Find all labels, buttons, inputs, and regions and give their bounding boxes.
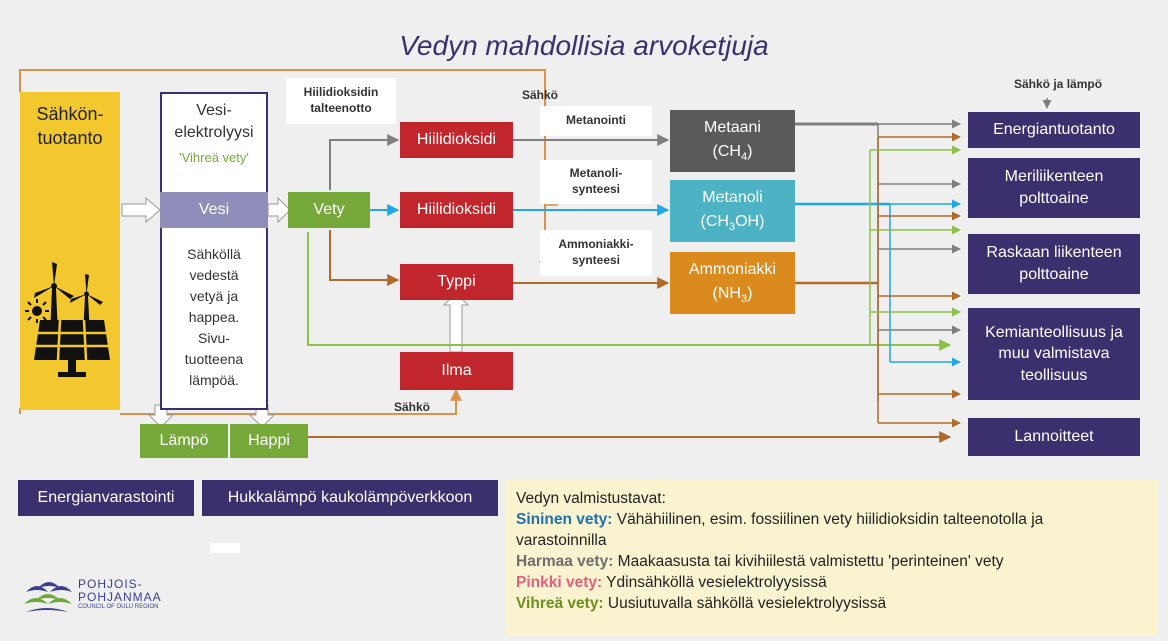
electricity-label-bottom: Sähkö [394,400,431,414]
legend-blue-text: Vähähiilinen, esim. fossiilinen vety hii… [612,511,1044,528]
legend-blue-key: Sininen vety: [516,511,613,528]
use-heavy-transport-fuel: Raskaan liikenteen polttoaine [968,234,1140,294]
hydrogen-legend: Vedyn valmistustavat: Sininen vety: Vähä… [506,480,1158,636]
slide-tab [210,543,240,553]
metanoli-box: Metanoli (CH3OH) [670,180,795,242]
legend-pink-key: Pinkki vety: [516,574,603,591]
ammoniakki-label: Ammoniakki [688,261,777,279]
legend-pink-text: Ydinsähköllä vesielektrolyysissä [602,574,827,591]
process-lines [513,134,670,289]
legend-blue-cont: varastoinnilla [516,532,607,549]
vety-distribution-lines [307,134,952,351]
metaani-label: Metaani [704,119,761,137]
council-logo-icon [24,582,72,612]
metanointi-label: Metanointi [540,106,652,136]
typpi-box: Typpi [400,264,513,300]
use-marine-fuel: Meriliikenteen polttoaine [968,158,1140,218]
council-logo: POHJOIS- POHJANMAA COUNCIL OF OULU REGIO… [22,574,202,620]
electricity-label-top: Sähkö [522,88,559,102]
hiilidioksidi-box-middle: Hiilidioksidi [400,192,513,228]
legend-grey: Harmaa vety: Maakaasusta tai kivihiilest… [516,551,1148,572]
ammoniakkisynteesi-label: Ammoniakki- synteesi [540,230,652,276]
logo-line3: COUNCIL OF OULU REGION [78,604,159,610]
metanoli-formula-a: CH [705,212,729,230]
electrolysis-panel: Vesi- elektrolyysi 'Vihreä vety' Sähköll… [160,92,268,410]
use-fertilizers: Lannoitteet [968,418,1140,456]
metanoli-formula: (CH3OH) [700,212,765,233]
waste-heat-box: Hukkalämpö kaukolämpöverkkoon [202,480,498,516]
metanoli-formula-b: OH [735,212,760,230]
legend-green-key: Vihreä vety: [516,595,604,612]
solar-panel-icon [34,319,110,377]
legend-heading: Vedyn valmistustavat: [516,490,666,507]
vesi-box: Vesi [160,192,268,228]
metanolisynteesi-label: Metanoli- synteesi [540,160,652,204]
legend-pink: Pinkki vety: Ydinsähköllä vesielektrolyy… [516,572,1148,593]
ammoniakki-formula-main: NH [717,284,741,302]
electricity-and-heat-label: Sähkö ja lämpö [1014,77,1103,91]
electricity-production-panel: Sähkön- tuotanto [20,92,120,410]
hiilidioksidi-box-top: Hiilidioksidi [400,122,513,158]
green-h2-distribution [869,145,961,345]
page-title: Vedyn mahdollisia arvoketjuja [399,30,769,61]
production-label: Sähkön- tuotanto [36,104,104,149]
electrolysis-title: Vesi- elektrolyysi [174,102,254,142]
legend-grey-key: Harmaa vety: [516,553,614,570]
co2-capture-label: Hiilidioksidin talteenotto [286,78,396,124]
ammoniakki-formula: (NH3) [712,284,753,305]
logo-line2: POHJANMAA [78,590,162,604]
use-energy-production: Energiantuotanto [968,112,1140,148]
electrolysis-description: Sähköllä vedestä vetyä ja happea. Sivu- … [184,246,244,388]
metaani-formula-sub: 4 [740,150,748,163]
ammoniakki-distribution [795,132,961,428]
legend-blue: Sininen vety: Vähähiilinen, esim. fossii… [516,509,1148,530]
green-hydrogen-label: 'Vihreä vety' [179,150,249,165]
legend-grey-text: Maakaasusta tai kivihiilestä valmistettu… [613,553,1004,570]
vety-box: Vety [288,192,370,228]
metanoli-formula-sub: 3 [728,220,736,233]
lampo-box: Lämpö [140,424,228,458]
metaani-box: Metaani (CH4) [670,110,795,172]
use-chemical-industry: Kemianteollisuus ja muu valmistava teoll… [968,308,1140,400]
metaani-formula: (CH4) [712,142,753,163]
logo-line1: POHJOIS- [78,577,143,591]
ammoniakki-formula-sub: 3 [740,292,748,305]
happi-box: Happi [230,424,308,458]
ammoniakki-box: Ammoniakki (NH3) [670,252,795,314]
hollow-arrows [121,196,470,428]
energy-storage-box: Energianvarastointi [18,480,194,516]
legend-green-text: Uusiutuvalla sähköllä vesielektrolyysiss… [603,595,887,612]
legend-green: Vihreä vety: Uusiutuvalla sähköllä vesie… [516,593,1148,614]
metanoli-label: Metanoli [702,189,763,207]
sun-icon [25,299,49,323]
ilma-box: Ilma [400,352,513,390]
metaani-formula-main: CH [717,142,741,160]
